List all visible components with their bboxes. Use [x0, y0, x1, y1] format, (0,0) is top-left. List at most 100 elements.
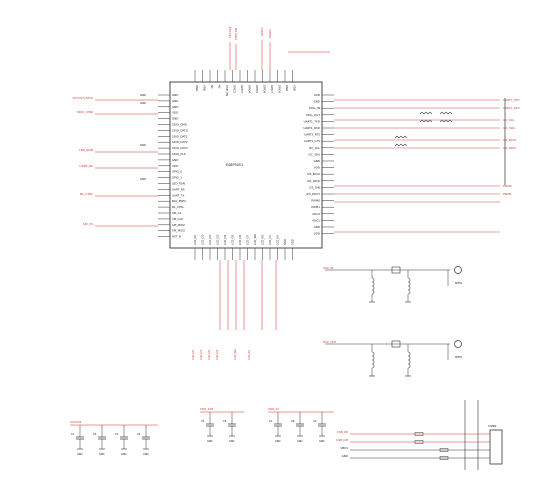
top-net-label: GPIO3 — [268, 29, 272, 38]
top-pin-name: GPIO2 — [233, 85, 237, 93]
right-pin-name: I2C_SCL — [309, 146, 321, 150]
right-net-label: PWM0 — [503, 184, 512, 188]
left-pin-name: SPI_CLK — [172, 217, 183, 221]
left-pin-name: VDD — [172, 164, 178, 168]
crystal-symbol — [391, 340, 401, 348]
top-pin-name: VDD — [293, 85, 297, 91]
right-pin-name: VDD — [314, 93, 320, 97]
top-pin-name: GND — [195, 85, 199, 91]
top-pin-name: GND — [285, 85, 289, 91]
resistor-symbol — [414, 440, 424, 444]
top-pin-name: NC — [210, 85, 214, 89]
bottom-pin-name: LCD_RS — [276, 235, 280, 245]
ground-label: GND — [319, 440, 325, 443]
left-pin-name: SPI_CS — [172, 211, 182, 215]
bottom-pin-name: LCD_CS — [268, 235, 272, 245]
ground-label: GND — [140, 177, 146, 181]
left-pin-name: UART_RX — [172, 187, 185, 191]
bottom-net-label: LCD_D3 — [215, 349, 219, 360]
osc-net-label: OSC_OUT — [323, 340, 337, 344]
inductor-symbol — [407, 351, 411, 369]
left-pin-name: SDIO_CLK — [172, 152, 186, 156]
chip-part-label: ES8P5051 — [226, 163, 244, 167]
left-pin-name: SDIO_DAT3 — [172, 146, 188, 150]
right-net-label: I2C_SDA — [503, 126, 515, 130]
cap-rail-label: VCC3V3 — [70, 420, 82, 424]
top-net-label: GPIO2 — [260, 27, 264, 36]
ground-label: GND — [229, 440, 235, 443]
connector-net-label: VBUS — [340, 446, 348, 450]
right-pin-name: UART1_RXD — [303, 126, 320, 130]
right-pin-name: GND — [314, 159, 320, 163]
right-pin-name: UART1_CTS — [304, 139, 320, 143]
top-net-label: CHIP_EN — [234, 28, 238, 40]
right-pin-name: PWM1 — [311, 205, 320, 209]
output-jack-icon — [454, 266, 462, 274]
bottom-pin-name: LCD_D2 — [208, 234, 212, 245]
resistor-symbol — [419, 119, 433, 123]
capacitor-ref: C1 — [71, 432, 75, 436]
connector-title: CONN — [488, 424, 496, 428]
left-pin-name: BLK_PWM — [172, 199, 186, 203]
bottom-net-label: LCD_RS — [247, 350, 251, 360]
left-pin-name: SDIO_DAT1 — [172, 134, 188, 138]
left-pin-name: SDIO_DAT0 — [172, 128, 188, 132]
right-pin-name: GND — [314, 225, 320, 229]
bottom-pin-name: LCD_D4 — [223, 234, 227, 245]
capacitor-ref: C6 — [223, 419, 227, 423]
inductor-symbol — [371, 351, 375, 369]
output-jack-icon — [454, 340, 462, 348]
left-pin-name: GND — [172, 105, 178, 109]
right-pin-name: I2S_DOUT — [306, 192, 320, 196]
resistor-symbol — [394, 135, 408, 139]
left-net-label: UART_RX — [79, 164, 93, 168]
mcu-chip: GND GND GND VDD GND SDIO_CMDSDIO_DAT0SDIO_DAT… — [158, 70, 334, 260]
bottom-pin-name: LCD_WR — [253, 234, 257, 245]
left-pin-name: GPIO_0 — [172, 170, 182, 174]
inductor-symbol — [407, 277, 411, 295]
bottom-pin-name: GND — [283, 239, 287, 245]
right-net-label: I2S_BCLK — [503, 138, 516, 142]
right-net-label: I2S_LRCK — [503, 146, 516, 150]
right-pin-name: PWM0 — [311, 199, 320, 203]
left-net-label: VCC3V3_MCU — [73, 96, 94, 100]
cap-rail-label: VDD_IO — [268, 407, 279, 411]
ground-label: GND — [121, 453, 127, 456]
ground-label: GND — [99, 453, 105, 456]
bottom-net-label: LCD_WR — [233, 349, 237, 360]
crystal-symbol — [391, 266, 401, 274]
cap-rail-label: VDD_1V8 — [200, 407, 213, 411]
crystal-value-label: 8MHz — [455, 355, 463, 359]
ground-label: GND — [77, 453, 83, 456]
right-pin-name: I2S_DIN — [309, 185, 320, 189]
ground-label: GND — [140, 93, 146, 97]
top-pin-name: GPIO8 — [278, 85, 282, 93]
osc-net-label: OSC_IN — [323, 266, 333, 270]
connector-net-label: USB_DP — [337, 430, 348, 434]
left-pin-name: BL_CTRL — [172, 205, 184, 209]
right-pin-name: VDD — [314, 232, 320, 236]
left-pin-name: LED_RUN — [172, 182, 185, 186]
right-pin-name: I2S_LRCK — [307, 179, 320, 183]
bottom-pin-name: LCD_D7 — [246, 234, 250, 245]
resistor-symbol — [439, 448, 449, 452]
ground-label: GND — [143, 453, 149, 456]
left-net-label: SDIO_CMD — [77, 110, 94, 114]
right-pin-name: VDD — [314, 166, 320, 170]
left-pin-name: GND — [172, 93, 178, 97]
resistor-symbol — [419, 111, 433, 115]
right-pin-name: GND — [314, 100, 320, 104]
crystal-value-label: 8MHz — [455, 281, 463, 285]
decoupling-capacitors: VCC3V3C1GNDC2GNDC3GNDC4GNDVDD_1V8C5GNDC6… — [70, 407, 334, 456]
left-net-label: LED_RUN — [79, 148, 93, 152]
right-net-label: I2C_SCL — [503, 118, 515, 122]
left-pin-name: SDIO_CMD — [172, 123, 187, 127]
connector-net-label: USB_DM — [336, 438, 348, 442]
resistor-symbol — [439, 111, 453, 115]
resistor-symbol — [394, 143, 408, 147]
capacitor-ref: C2 — [93, 432, 97, 436]
ground-label: GND — [207, 440, 213, 443]
ground-label: GND — [140, 143, 146, 147]
bottom-pin-name: LCD_D6 — [238, 234, 242, 245]
